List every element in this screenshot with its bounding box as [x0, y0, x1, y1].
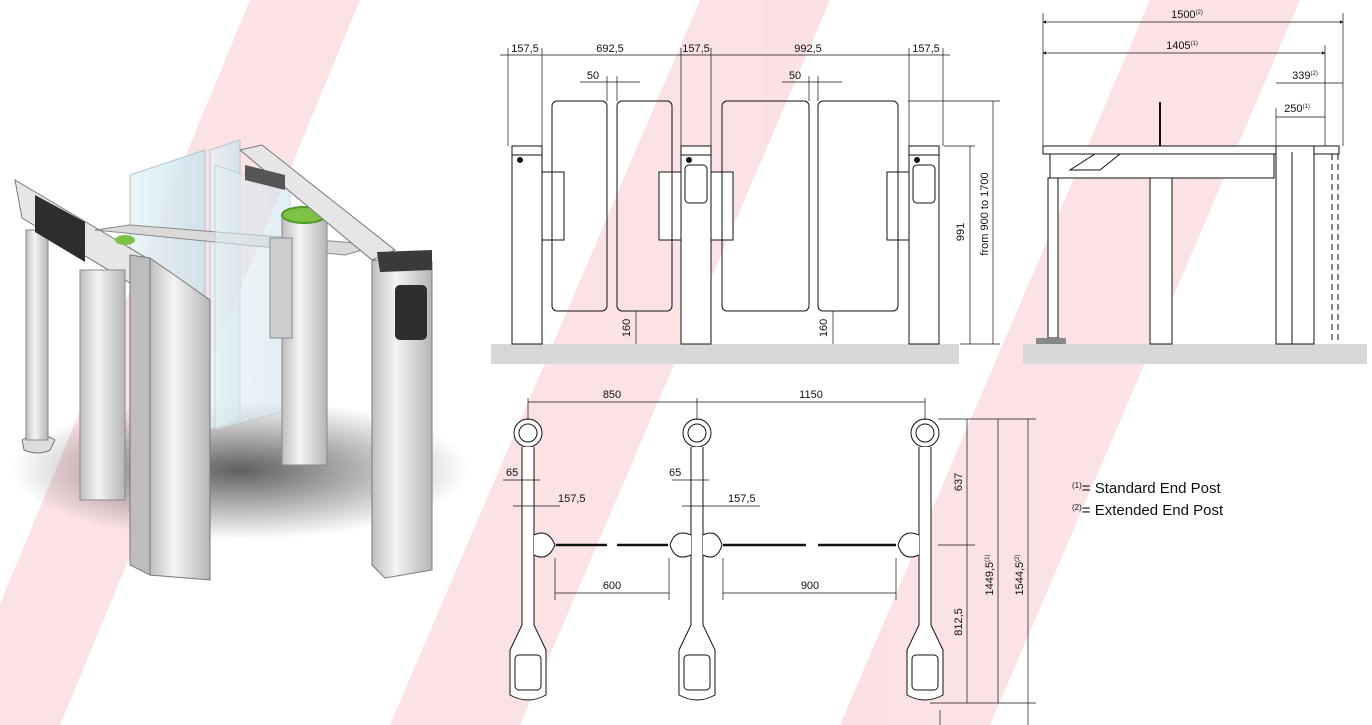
wing-4: [817, 100, 899, 312]
post-middle-rear: [79, 269, 126, 501]
dim-height-range: from 900 to 1700: [979, 172, 991, 255]
legend: (1)= Standard End Post (2)= Extended End…: [1072, 476, 1223, 520]
dim-post-width-1: 157,5: [558, 493, 586, 505]
post-front-left: [149, 257, 211, 581]
end-post-leg: [25, 229, 49, 441]
dim-passage-1: 692,5: [596, 43, 624, 55]
dim-post-width-2: 157,5: [728, 493, 756, 505]
dim-post-width-2: 157,5: [682, 43, 710, 55]
turnstile-3d-render: [10, 139, 470, 581]
dim-total-extended: 1544,5(2): [1014, 555, 1026, 596]
dim-standard-offset: 250(1): [1284, 103, 1310, 115]
ground-slab: [491, 344, 959, 364]
display-panel-right: [245, 165, 285, 190]
end-post-left: [511, 145, 543, 345]
wing-1: [551, 100, 608, 312]
dim-extended-offset: 339(2): [1292, 70, 1318, 82]
card-reader-panel: [395, 285, 427, 340]
green-indicator-left: [115, 235, 135, 245]
dim-span-1: 850: [603, 389, 621, 401]
legend-extended: (2)= Extended End Post: [1072, 502, 1224, 519]
dim-extended-length: 1500(2): [1171, 9, 1203, 21]
post-front-left-side: [129, 254, 151, 576]
dim-gap-1: 50: [587, 70, 599, 82]
wing-2: [616, 100, 673, 312]
front-elevation-labels: 157,5 692,5 157,5 992,5 157,5 50 50 160 …: [511, 43, 991, 337]
side-elevation-labels: 1500(2) 1405(1) 339(2) 250(1): [1166, 9, 1318, 115]
cylinder-bracket: [269, 237, 293, 339]
side-elevation: [1023, 13, 1367, 364]
dim-total-standard: 1449,5(1): [984, 555, 996, 596]
dim-standard-length: 1405(1): [1166, 40, 1198, 52]
dim-gap-2: 50: [789, 70, 801, 82]
dim-post-offset-2: 65: [669, 467, 681, 479]
dim-endpost-width-1: 157,5: [511, 43, 539, 55]
dim-low-2: 160: [818, 319, 830, 337]
display-panel-left: [35, 195, 85, 262]
ground-slab-side: [1023, 344, 1367, 364]
wing-3: [721, 100, 810, 312]
dim-span-2: 1150: [799, 389, 823, 401]
dim-height: 991: [955, 223, 967, 241]
dim-lower-length: 812,5: [953, 608, 965, 636]
dim-endpost-width-3: 157,5: [912, 43, 940, 55]
dim-passage-2: 992,5: [794, 43, 822, 55]
front-elevation: [491, 48, 1000, 364]
end-post-body-side: [1275, 145, 1315, 345]
end-post-leg-side: [1047, 177, 1059, 339]
dim-opening-2: 900: [801, 580, 819, 592]
post-top-recess: [377, 250, 432, 272]
dim-low-1: 160: [621, 319, 633, 337]
plan-view-labels: 850 1150 65 65 157,5 157,5 600 900 637 8…: [506, 389, 1026, 636]
dim-post-offset-1: 65: [506, 467, 518, 479]
plan-view: [503, 398, 1036, 725]
dim-opening-1: 600: [603, 580, 621, 592]
legend-standard: (1)= Standard End Post: [1072, 480, 1221, 497]
dim-upper-length: 637: [953, 473, 965, 491]
